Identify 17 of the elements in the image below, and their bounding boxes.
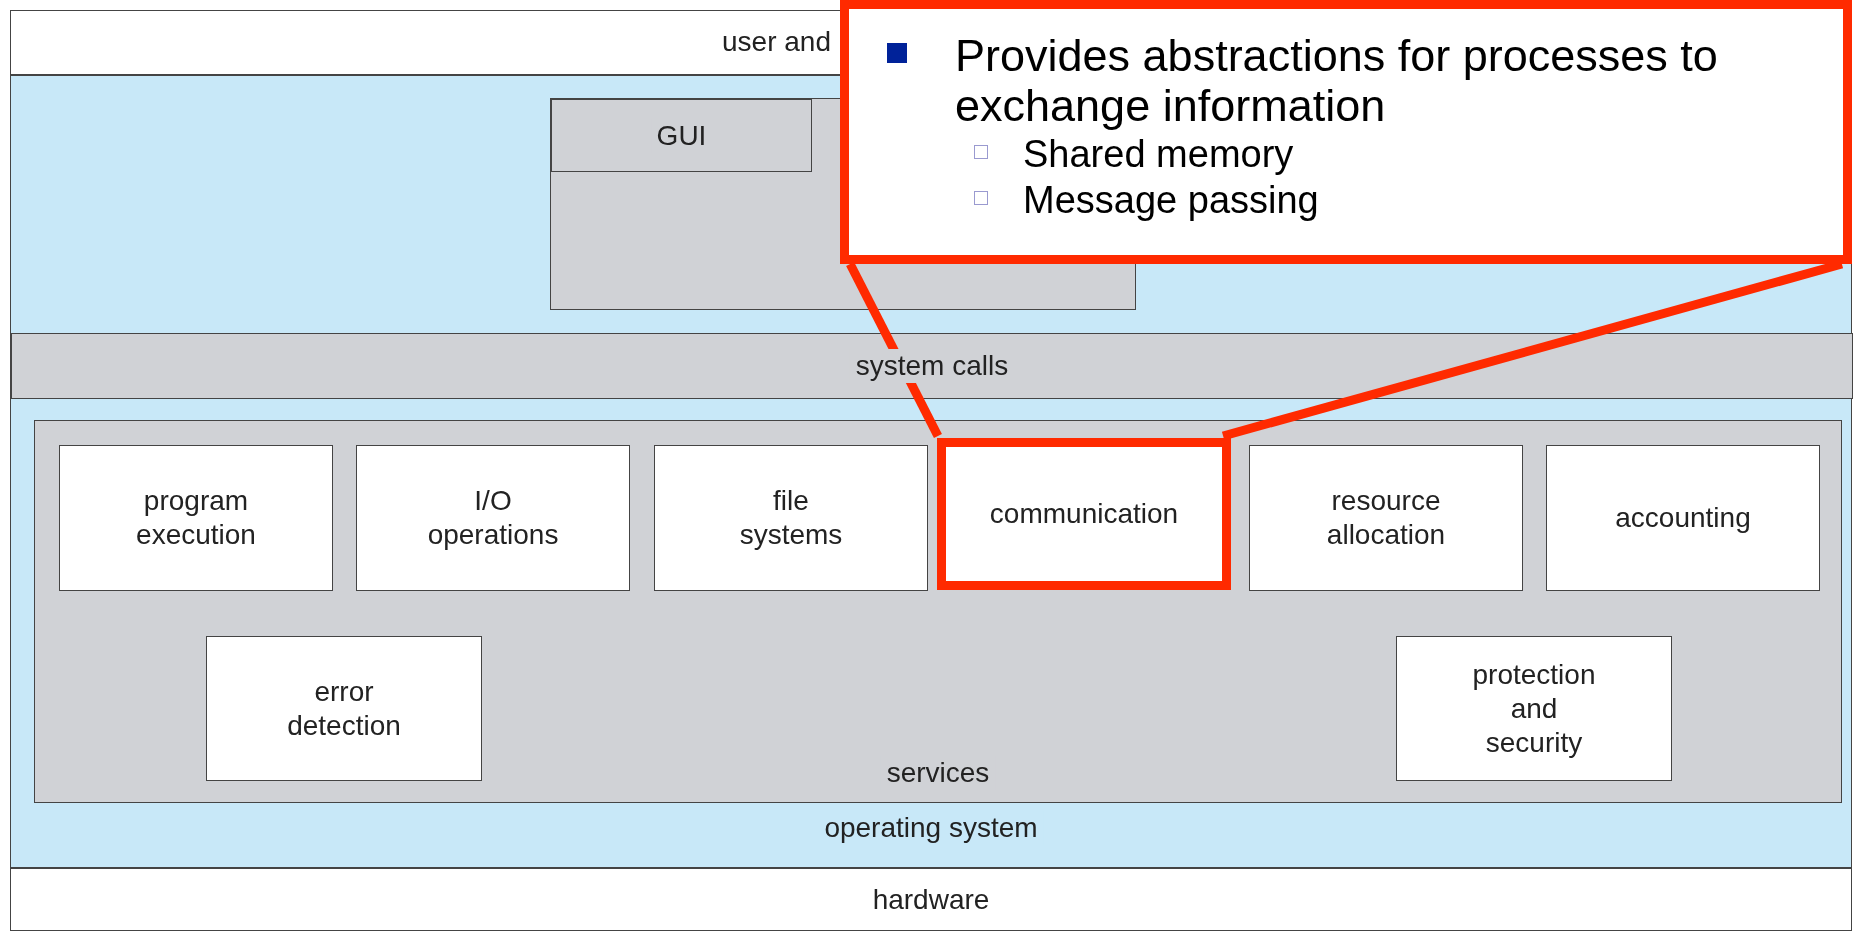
- layer-band: [11, 333, 1853, 399]
- service-box: [1249, 445, 1523, 591]
- service-box: [356, 445, 630, 591]
- service-box: [937, 438, 1231, 590]
- service-box: [59, 445, 333, 591]
- callout-tooltip: [840, 0, 1852, 264]
- label-text: user and: [721, 25, 831, 59]
- bullet-text: Shared memory: [1023, 132, 1294, 177]
- service-box: [1546, 445, 1820, 591]
- service-box: [1396, 636, 1672, 781]
- callout-text: Provides abstractions for processes to exchange information: [955, 31, 1719, 131]
- service-box: [654, 445, 928, 591]
- bullet-text: Message passing: [1023, 178, 1319, 223]
- service-box: [206, 636, 482, 781]
- services-panel: [34, 420, 1842, 803]
- layer-band: [10, 868, 1852, 931]
- interface-cell: [551, 99, 812, 172]
